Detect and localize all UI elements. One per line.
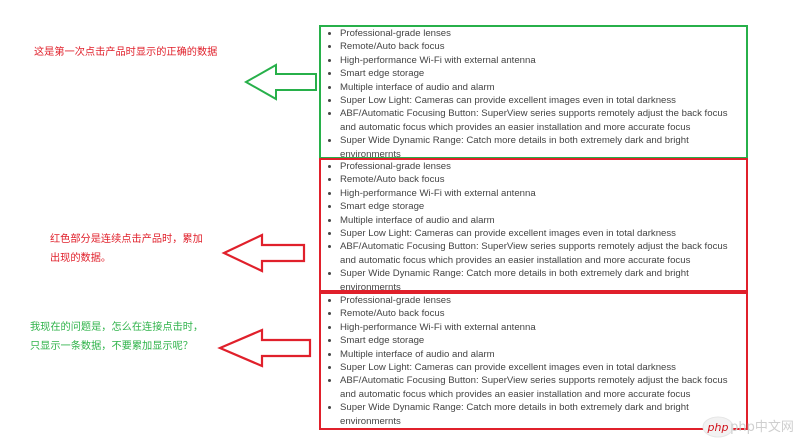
feature-list-item: Remote/Auto back focus (340, 307, 746, 320)
feature-list-item: Super Low Light: Cameras can provide exc… (340, 94, 746, 107)
feature-list: Professional-grade lensesRemote/Auto bac… (321, 27, 746, 161)
feature-list: Professional-grade lensesRemote/Auto bac… (321, 160, 746, 294)
red-arrow-icon (221, 233, 306, 273)
annotation-question: 我现在的问题是，怎么在连接点击时， 只显示一条数据，不要累加显示呢？ (30, 318, 203, 356)
feature-list-item: Smart edge storage (340, 200, 746, 213)
annotation-repeat-line1: 红色部分是连续点击产品时，累加 (50, 234, 203, 245)
annotation-repeat-click: 红色部分是连续点击产品时，累加 出现的数据。 (50, 230, 203, 268)
feature-list-item: Multiple interface of audio and alarm (340, 348, 746, 361)
feature-list: Professional-grade lensesRemote/Auto bac… (321, 294, 746, 428)
feature-list-item: Remote/Auto back focus (340, 40, 746, 53)
green-arrow-icon (243, 63, 317, 101)
feature-list-item: Multiple interface of audio and alarm (340, 214, 746, 227)
feature-list-item: Professional-grade lenses (340, 27, 746, 40)
feature-list-item: ABF/Automatic Focusing Button: SuperView… (340, 240, 746, 267)
annotation-question-line1: 我现在的问题是，怎么在连接点击时， (30, 322, 204, 333)
feature-list-duplicate: Professional-grade lensesRemote/Auto bac… (319, 292, 748, 430)
annotation-question-line2: 只显示一条数据，不要累加显示呢？ (30, 341, 193, 352)
svg-text:php: php (707, 421, 729, 434)
php-logo-icon: php php中文网 (702, 416, 794, 438)
feature-list-item: Smart edge storage (340, 67, 746, 80)
feature-list-item: Remote/Auto back focus (340, 173, 746, 186)
feature-list-item: Multiple interface of audio and alarm (340, 81, 746, 94)
feature-list-item: Professional-grade lenses (340, 294, 746, 307)
feature-list-item: Super Wide Dynamic Range: Catch more det… (340, 134, 746, 161)
watermark-text: php中文网 (730, 420, 794, 435)
red-arrow-icon (217, 328, 312, 368)
annotation-first-click: 这是第一次点击产品时显示的正确的数据 (34, 47, 218, 58)
feature-list-item: High-performance Wi-Fi with external ant… (340, 187, 746, 200)
feature-list-item: Super Low Light: Cameras can provide exc… (340, 361, 746, 374)
annotation-repeat-line2: 出现的数据。 (50, 253, 112, 264)
feature-list-item: Super Wide Dynamic Range: Catch more det… (340, 267, 746, 294)
feature-list-item: Professional-grade lenses (340, 160, 746, 173)
feature-list-item: High-performance Wi-Fi with external ant… (340, 321, 746, 334)
feature-list-item: Smart edge storage (340, 334, 746, 347)
feature-list-item: ABF/Automatic Focusing Button: SuperView… (340, 107, 746, 134)
feature-list-item: High-performance Wi-Fi with external ant… (340, 54, 746, 67)
feature-list-duplicate: Professional-grade lensesRemote/Auto bac… (319, 158, 748, 294)
feature-list-item: ABF/Automatic Focusing Button: SuperView… (340, 374, 746, 401)
feature-list-item: Super Wide Dynamic Range: Catch more det… (340, 401, 746, 428)
feature-list-correct: Professional-grade lensesRemote/Auto bac… (319, 25, 748, 161)
feature-list-item: Super Low Light: Cameras can provide exc… (340, 227, 746, 240)
